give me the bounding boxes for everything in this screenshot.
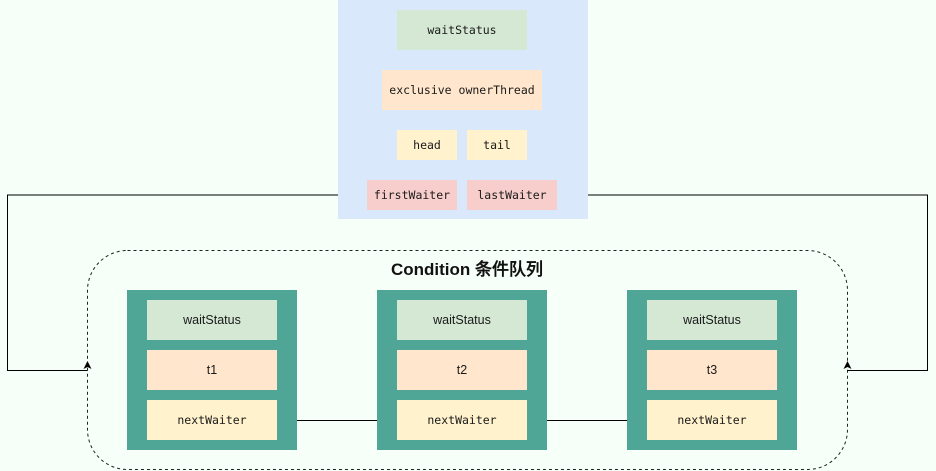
node-2-wait-status: waitStatus — [397, 300, 527, 340]
node-1-wait-status: waitStatus — [147, 300, 277, 340]
condition-queue-container — [87, 250, 848, 470]
aqs-head: head — [397, 130, 457, 160]
aqs-first-waiter: firstWaiter — [367, 180, 457, 210]
node-1-thread: t1 — [147, 350, 277, 390]
node-2-next-waiter: nextWaiter — [397, 400, 527, 440]
last-waiter-connector — [557, 194, 928, 371]
node-3-wait-status: waitStatus — [647, 300, 777, 340]
aqs-owner-thread: exclusive ownerThread — [382, 70, 542, 110]
condition-queue-title: Condition 条件队列 — [390, 259, 544, 279]
first-waiter-connector — [7, 194, 367, 371]
aqs-last-waiter: lastWaiter — [467, 180, 557, 210]
aqs-wait-status: waitStatus — [397, 10, 527, 50]
node-3-next-waiter: nextWaiter — [647, 400, 777, 440]
node-1-next-waiter: nextWaiter — [147, 400, 277, 440]
aqs-tail: tail — [467, 130, 527, 160]
node-3-thread: t3 — [647, 350, 777, 390]
node-2-thread: t2 — [397, 350, 527, 390]
